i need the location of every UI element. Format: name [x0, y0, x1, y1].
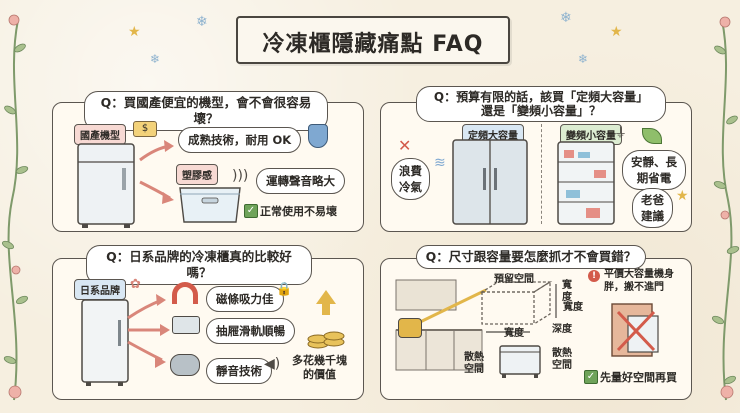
coins-icon [307, 331, 345, 349]
question-q4: Q：尺寸跟容量要怎麼抓才不會買錯？ [416, 245, 646, 269]
label-vent-left-line2: 空間 [464, 364, 484, 375]
star-icon: ★ [128, 24, 141, 40]
plug-icon: ⏚ [614, 126, 628, 141]
note-warning-line2: 胖，搬不進門 [604, 282, 664, 293]
note-warning-line1: 平價大容量機身 [604, 269, 674, 280]
tag-japan-brand: 日系品牌 [74, 279, 126, 300]
note-warning: 平價大容量機身 胖，搬不進門 [604, 268, 674, 294]
plastic-drawer-illustration [179, 187, 241, 223]
freezer-open-illustration [557, 141, 615, 225]
title-banner: 冷凍櫃隱藏痛點 FAQ [216, 16, 530, 64]
door-blocked-illustration [611, 303, 659, 357]
note-extra-line1: 多花幾千塊 [292, 354, 347, 367]
leaf-icon [642, 128, 662, 144]
speaker-icon: ◀) [264, 356, 281, 372]
note-measure-first: 先量好空間再買 [600, 371, 677, 384]
arrow-up-stem [322, 303, 330, 315]
note-waste-line1: 浪費 [399, 164, 422, 178]
note-quiet-save-power: 安靜、長 期省電 [622, 150, 686, 190]
note-waste-line2: 冷氣 [399, 180, 422, 194]
note-tech-durable: 成熟技術，耐用 OK [178, 127, 302, 153]
snowflake-icon: ❄ [150, 52, 161, 66]
compressor-icon [170, 354, 200, 376]
freezer-slim-illustration [81, 299, 129, 386]
flower-icon: ✿ [130, 277, 141, 292]
label-depth: 深度 [552, 324, 572, 335]
dimension-box-illustration [479, 280, 557, 333]
question-q2-line1: Q：預算有限的話，該買「定頻大容量」 [433, 90, 649, 104]
kitchen-illustration [395, 279, 487, 371]
question-q2-line2: 還是「變頻小容量」？ [480, 104, 601, 118]
warning-icon: ! [588, 270, 600, 282]
snowflake-icon: ❄ [578, 52, 589, 66]
arrow-icon [127, 294, 170, 368]
label-height: 寬 度 [562, 280, 572, 304]
note-advice-line1: 老爸 [641, 193, 664, 207]
star-icon: ★ [610, 24, 623, 40]
chest-freezer-illustration [499, 345, 541, 378]
note-normal-use: 正常使用不易壞 [260, 205, 337, 218]
cold-air-icon: ≋ [434, 155, 446, 171]
arrow-up-icon [316, 290, 336, 304]
magnet-icon [172, 282, 198, 304]
feature-magnet: 磁條吸力佳 [206, 286, 284, 312]
snowflake-icon: ❄ [196, 14, 208, 30]
tape-measure-icon [398, 318, 422, 338]
label-vent-right-line1: 散熱 [552, 348, 572, 359]
shield-icon [308, 124, 328, 148]
freezer-upright-illustration [77, 143, 135, 228]
lock-icon: 🔒 [276, 282, 293, 297]
label-vent-right-line2: 空間 [552, 360, 572, 371]
question-q3: Q：日系品牌的冷凍櫃真的比較好嗎？ [86, 245, 312, 285]
label-vent-right: 散熱 空間 [552, 348, 572, 372]
note-quiet-line1: 安靜、長 [631, 155, 677, 169]
label-width: 寬度 [563, 302, 583, 313]
label-width-bottom: 寬度 [504, 328, 524, 339]
snowflake-icon: ❄ [560, 10, 572, 26]
feature-drawer: 抽屜滑軌順暢 [206, 318, 295, 344]
checkbox-check-icon: ✓ [584, 370, 598, 384]
note-extra-value: 多花幾千塊 的價值 [292, 354, 347, 382]
arrow-icon [139, 140, 174, 162]
label-height-line2: 度 [562, 292, 572, 303]
price-tag-icon: $ [133, 121, 157, 137]
checkbox-check-icon: ✓ [244, 204, 258, 218]
note-noise: 運轉聲音略大 [256, 168, 345, 194]
star-icon: ★ [676, 188, 689, 204]
arrow-icon [139, 180, 174, 204]
label-vent-left: 散熱 空間 [464, 352, 484, 376]
tag-plastic: 塑膠感 [176, 164, 218, 185]
sound-wave-icon: ))) [232, 168, 249, 184]
divider-line [541, 124, 542, 224]
drawer-icon [172, 316, 200, 334]
page-title: 冷凍櫃隱藏痛點 FAQ [262, 32, 484, 57]
note-quiet-line2: 期省電 [636, 171, 672, 185]
note-advice-line2: 建議 [641, 209, 664, 223]
label-height-line1: 寬 [562, 280, 572, 291]
feature-silent: 靜音技術 [206, 358, 272, 384]
freezer-double-door-illustration [452, 139, 528, 225]
note-dad-advice: 老爸 建議 [632, 188, 673, 228]
note-extra-line2: 的價值 [303, 368, 336, 381]
question-q2: Q：預算有限的話，該買「定頻大容量」 還是「變頻小容量」？ [416, 86, 666, 122]
cross-icon: ✕ [398, 136, 412, 155]
note-waste-cold: 浪費 冷氣 [391, 158, 430, 200]
label-reserve-space: 預留空間 [494, 274, 534, 285]
label-vent-left-line1: 散熱 [464, 352, 484, 363]
